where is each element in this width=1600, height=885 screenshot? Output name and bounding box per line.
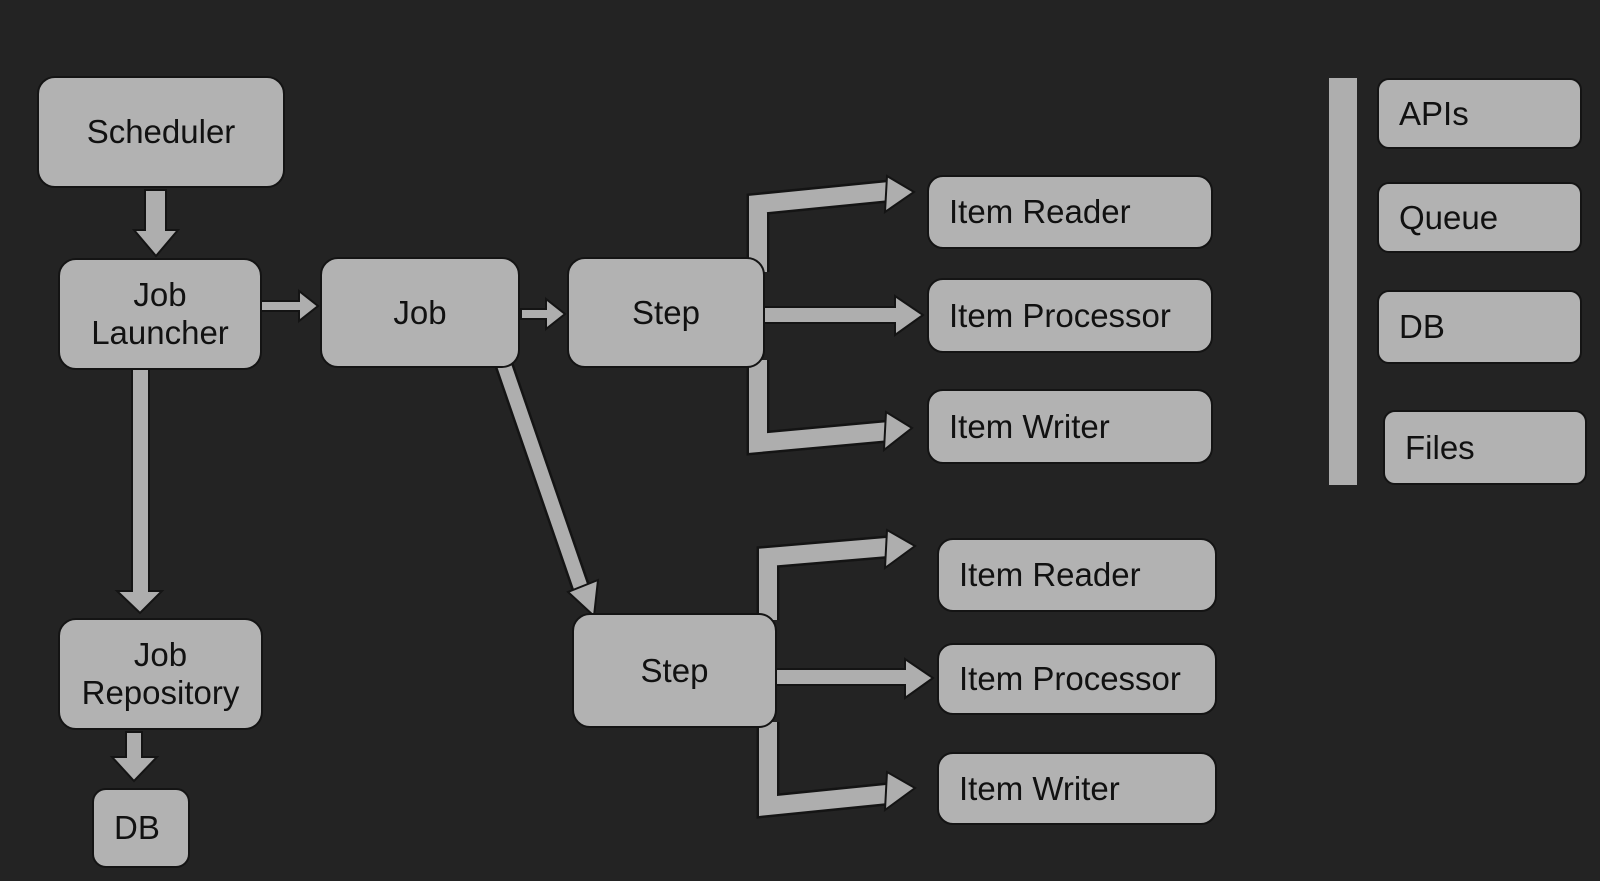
node-item-processor-1-label: Item Processor	[949, 296, 1171, 334]
node-item-processor-1: Item Processor	[927, 278, 1213, 353]
node-job-label: Job	[393, 293, 447, 331]
node-item-reader-1: Item Reader	[927, 175, 1213, 249]
connector-step1-to-item-reader	[746, 174, 916, 272]
node-apis-label: APIs	[1399, 94, 1469, 132]
arrow-job-to-step1	[520, 296, 567, 332]
node-apis: APIs	[1377, 78, 1582, 149]
node-item-writer-2-label: Item Writer	[959, 769, 1120, 807]
node-job-launcher: Job Launcher	[58, 258, 262, 370]
node-item-processor-2-label: Item Processor	[959, 660, 1181, 698]
arrow-job-repository-to-db	[109, 731, 160, 783]
node-item-reader-2-label: Item Reader	[959, 556, 1141, 594]
connector-step1-to-item-writer	[746, 360, 914, 456]
node-step-2: Step	[572, 613, 777, 728]
arrow-step2-to-item-processor	[771, 657, 935, 700]
node-item-writer-1: Item Writer	[927, 389, 1213, 464]
node-db-right: DB	[1377, 290, 1582, 364]
resource-panel-bar	[1329, 78, 1357, 485]
node-item-writer-2: Item Writer	[937, 752, 1217, 825]
arrow-scheduler-to-job-launcher	[131, 189, 181, 258]
node-job-repository: Job Repository	[58, 618, 263, 730]
node-item-reader-2: Item Reader	[937, 538, 1217, 612]
arrow-job-to-step2	[494, 358, 600, 619]
node-job-repository-label: Job Repository	[81, 636, 240, 711]
node-scheduler: Scheduler	[37, 76, 285, 188]
arrow-job-launcher-to-job	[259, 288, 320, 324]
node-step-1-label: Step	[632, 293, 700, 331]
connector-step2-to-item-writer	[756, 722, 917, 819]
node-db-right-label: DB	[1399, 308, 1445, 346]
node-db-left-label: DB	[114, 809, 160, 847]
connector-step2-to-item-reader	[756, 528, 917, 620]
node-scheduler-label: Scheduler	[86, 113, 236, 151]
bottom-edge-strip	[0, 881, 1600, 885]
node-job-launcher-label: Job Launcher	[91, 276, 229, 351]
node-files: Files	[1383, 410, 1587, 485]
node-queue-label: Queue	[1399, 198, 1499, 236]
node-db-left: DB	[92, 788, 190, 868]
node-item-writer-1-label: Item Writer	[949, 407, 1110, 445]
node-step-1: Step	[567, 257, 765, 368]
arrow-job-launcher-to-job-repository	[114, 367, 165, 615]
node-step-2-label: Step	[640, 651, 709, 689]
node-queue: Queue	[1377, 182, 1582, 253]
node-item-processor-2: Item Processor	[937, 643, 1217, 715]
node-files-label: Files	[1405, 428, 1475, 466]
node-item-reader-1-label: Item Reader	[949, 193, 1131, 231]
node-job: Job	[320, 257, 520, 368]
arrow-step1-to-item-processor	[761, 294, 925, 337]
